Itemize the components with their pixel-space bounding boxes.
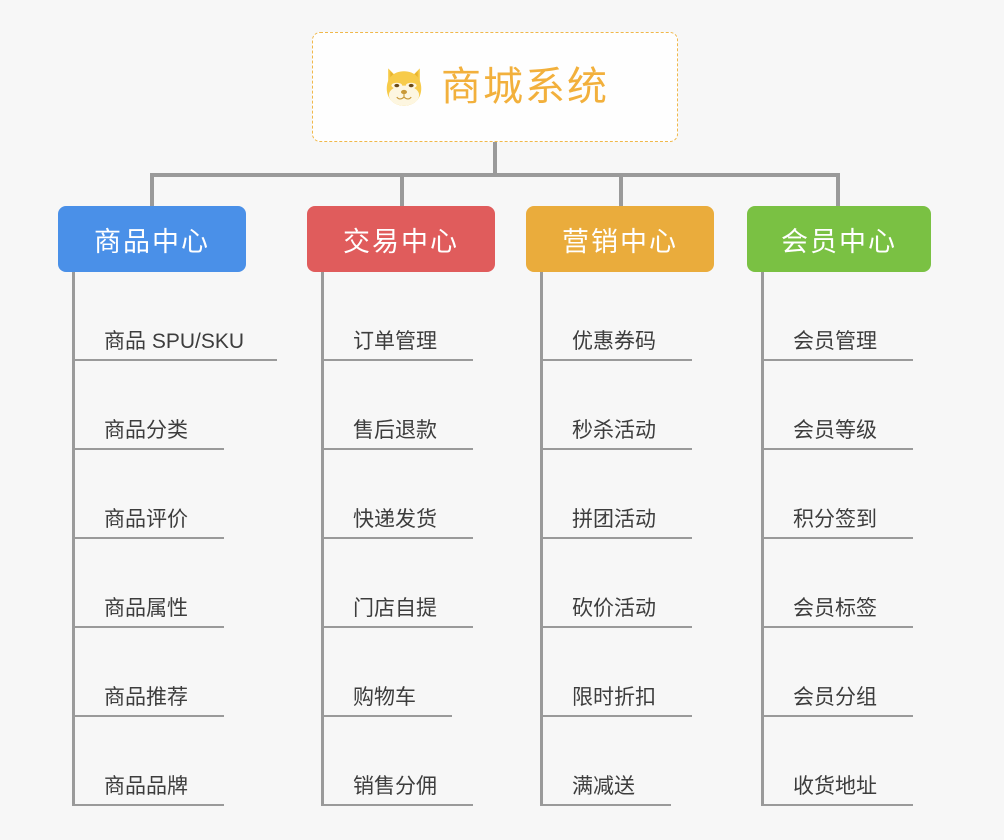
category-header-4[interactable]: 会员中心 xyxy=(747,206,931,272)
category-column-2: 交易中心订单管理售后退款快递发货门店自提购物车销售分佣 xyxy=(307,206,495,806)
leaf-item-label: 商品 SPU/SKU xyxy=(104,330,245,353)
leaf-item-rule xyxy=(761,448,913,450)
leaf-item[interactable]: 积分签到 xyxy=(761,450,931,539)
leaf-item[interactable]: 订单管理 xyxy=(321,272,495,361)
leaf-item-rule xyxy=(321,626,473,628)
leaf-item-label: 拼团活动 xyxy=(572,508,656,531)
leaf-list-4: 会员管理会员等级积分签到会员标签会员分组收货地址 xyxy=(761,272,931,806)
category-column-1: 商品中心商品 SPU/SKU 商品分类商品评价商品属性商品推荐商品品牌 xyxy=(58,206,277,806)
connector-drop-2 xyxy=(400,173,404,209)
leaf-item-rule xyxy=(540,715,692,717)
leaf-item-label: 售后退款 xyxy=(353,419,437,442)
category-column-4: 会员中心会员管理会员等级积分签到会员标签会员分组收货地址 xyxy=(747,206,931,806)
shiba-inu-icon xyxy=(386,68,422,106)
leaf-item-rule xyxy=(761,715,913,717)
leaf-item[interactable]: 商品品牌 xyxy=(72,717,246,806)
column-spine-4 xyxy=(761,272,764,806)
leaf-item-label: 商品属性 xyxy=(104,597,188,620)
column-spine-2 xyxy=(321,272,324,806)
leaf-item-label: 会员等级 xyxy=(793,419,877,442)
leaf-item[interactable]: 售后退款 xyxy=(321,361,495,450)
leaf-item-rule xyxy=(72,804,224,806)
leaf-item[interactable]: 快递发货 xyxy=(321,450,495,539)
leaf-item-label: 会员管理 xyxy=(793,330,877,353)
leaf-item[interactable]: 商品 SPU/SKU xyxy=(72,272,277,361)
category-header-3[interactable]: 营销中心 xyxy=(526,206,714,272)
leaf-list-1: 商品 SPU/SKU 商品分类商品评价商品属性商品推荐商品品牌 xyxy=(72,272,277,806)
root-node-mall-system[interactable]: 商城系统 xyxy=(312,32,678,142)
leaf-item-rule xyxy=(72,359,277,361)
leaf-item[interactable]: 销售分佣 xyxy=(321,717,495,806)
leaf-item-label: 限时折扣 xyxy=(572,686,656,709)
connector-drop-1 xyxy=(150,173,154,209)
leaf-item[interactable]: 商品分类 xyxy=(72,361,246,450)
connector-root-stem xyxy=(493,142,497,176)
leaf-list-3: 优惠券码秒杀活动拼团活动砍价活动限时折扣满减送 xyxy=(540,272,714,806)
leaf-item-label: 商品评价 xyxy=(104,508,188,531)
leaf-list-2: 订单管理售后退款快递发货门店自提购物车销售分佣 xyxy=(321,272,495,806)
leaf-item-rule xyxy=(540,626,692,628)
leaf-item[interactable]: 商品属性 xyxy=(72,539,246,628)
leaf-item[interactable]: 会员管理 xyxy=(761,272,931,361)
leaf-item-label: 会员分组 xyxy=(793,686,877,709)
leaf-item-label: 购物车 xyxy=(353,686,416,709)
leaf-item[interactable]: 商品评价 xyxy=(72,450,246,539)
leaf-item[interactable]: 满减送 xyxy=(540,717,714,806)
leaf-item-label: 积分签到 xyxy=(793,508,877,531)
leaf-item[interactable]: 购物车 xyxy=(321,628,495,717)
leaf-item-label: 砍价活动 xyxy=(572,597,656,620)
leaf-item-rule xyxy=(540,537,692,539)
leaf-item-label: 秒杀活动 xyxy=(572,419,656,442)
leaf-item-label: 满减送 xyxy=(572,775,635,798)
leaf-item-rule xyxy=(540,359,692,361)
leaf-item-label: 会员标签 xyxy=(793,597,877,620)
leaf-item-rule xyxy=(321,359,473,361)
root-title: 商城系统 xyxy=(441,65,609,109)
leaf-item[interactable]: 优惠券码 xyxy=(540,272,714,361)
leaf-item-rule xyxy=(321,715,452,717)
leaf-item-label: 商品品牌 xyxy=(104,775,188,798)
leaf-item-rule xyxy=(761,537,913,539)
category-column-3: 营销中心优惠券码秒杀活动拼团活动砍价活动限时折扣满减送 xyxy=(526,206,714,806)
leaf-item-rule xyxy=(540,448,692,450)
leaf-item-label: 订单管理 xyxy=(353,330,437,353)
category-header-2[interactable]: 交易中心 xyxy=(307,206,495,272)
leaf-item-rule xyxy=(761,626,913,628)
category-header-1[interactable]: 商品中心 xyxy=(58,206,246,272)
leaf-item[interactable]: 商品推荐 xyxy=(72,628,246,717)
connector-horizontal-bus xyxy=(150,173,838,177)
leaf-item-label: 销售分佣 xyxy=(353,775,437,798)
leaf-item[interactable]: 会员等级 xyxy=(761,361,931,450)
column-spine-1 xyxy=(72,272,75,806)
connector-drop-3 xyxy=(619,173,623,209)
leaf-item[interactable]: 收货地址 xyxy=(761,717,931,806)
column-spine-3 xyxy=(540,272,543,806)
leaf-item[interactable]: 拼团活动 xyxy=(540,450,714,539)
leaf-item-label: 商品分类 xyxy=(104,419,188,442)
leaf-item-label: 收货地址 xyxy=(793,775,877,798)
leaf-item-rule xyxy=(761,359,913,361)
leaf-item-rule xyxy=(72,448,224,450)
leaf-item[interactable]: 会员分组 xyxy=(761,628,931,717)
leaf-item-label: 优惠券码 xyxy=(572,330,656,353)
leaf-item-rule xyxy=(761,804,913,806)
leaf-item-rule xyxy=(72,715,224,717)
leaf-item[interactable]: 秒杀活动 xyxy=(540,361,714,450)
leaf-item-rule xyxy=(321,804,473,806)
leaf-item-rule xyxy=(72,626,224,628)
leaf-item[interactable]: 会员标签 xyxy=(761,539,931,628)
leaf-item-rule xyxy=(72,537,224,539)
leaf-item-label: 快递发货 xyxy=(353,508,437,531)
leaf-item[interactable]: 砍价活动 xyxy=(540,539,714,628)
leaf-item-rule xyxy=(540,804,671,806)
leaf-item[interactable]: 限时折扣 xyxy=(540,628,714,717)
leaf-item-rule xyxy=(321,537,473,539)
leaf-item-rule xyxy=(321,448,473,450)
leaf-item-label: 门店自提 xyxy=(353,597,437,620)
leaf-item-label: 商品推荐 xyxy=(104,686,188,709)
connector-drop-4 xyxy=(836,173,840,209)
leaf-item[interactable]: 门店自提 xyxy=(321,539,495,628)
